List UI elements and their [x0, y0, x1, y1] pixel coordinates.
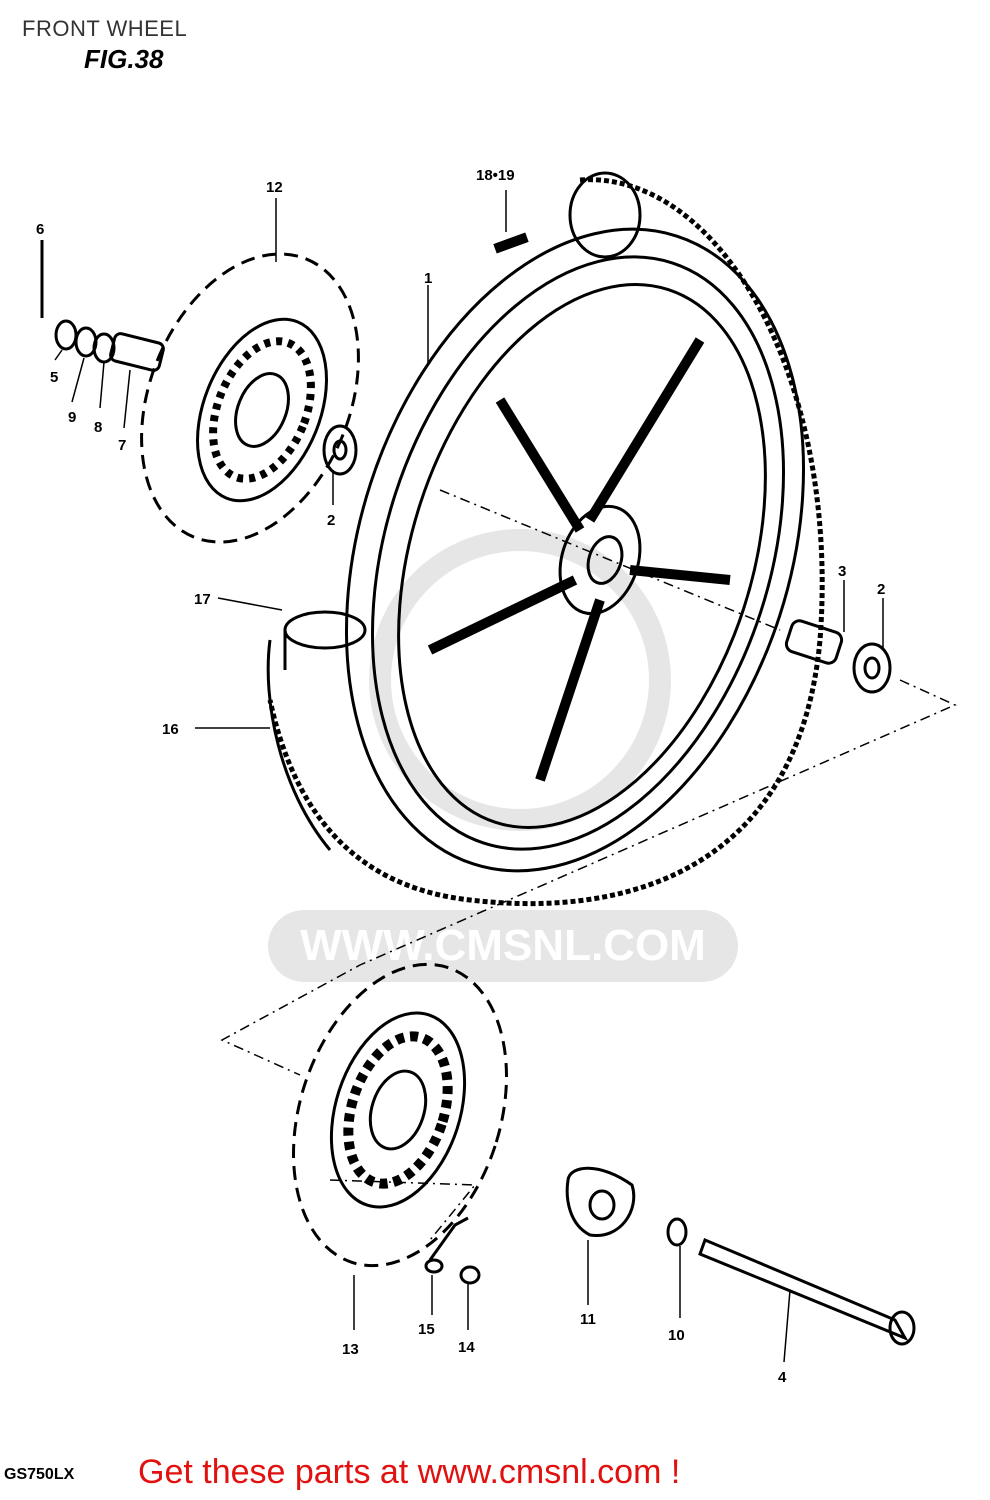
assembly-lines: [220, 489, 957, 1241]
leader-lines: [54, 190, 884, 1363]
callout-13: 13: [342, 1341, 359, 1358]
callout-14: 14: [458, 1339, 475, 1356]
callout-1: 1: [424, 270, 432, 287]
callout-17: 17: [194, 591, 211, 608]
wheel-spokes: [427, 337, 731, 782]
inner-tube: [283, 610, 367, 670]
callout-11: 11: [580, 1311, 596, 1328]
callout-4: 4: [778, 1369, 787, 1386]
axle-and-washer: [666, 1217, 916, 1346]
callout-6: 6: [36, 221, 44, 238]
watermark-text: WWW.CMSNL.COM: [300, 921, 706, 970]
front-wheel-rim: [345, 227, 805, 873]
left-hardware-stack: [40, 240, 358, 476]
model-code: GS750LX: [4, 1466, 75, 1483]
callout-18-19: 18•19: [476, 167, 515, 184]
callout-12: 12: [266, 179, 283, 196]
callout-5: 5: [50, 369, 58, 386]
callout-8: 8: [94, 419, 102, 436]
cta-link[interactable]: Get these parts at www.cmsnl.com !: [138, 1453, 681, 1491]
callout-numbers: 12 18•19 1 6 5 9 8 7 2 17 16 3 2 13 15 1…: [36, 167, 885, 1386]
page-title: FRONT WHEEL: [22, 16, 188, 41]
right-collar-bearing: [784, 619, 892, 694]
brake-disc-lower: [292, 962, 508, 1268]
callout-9: 9: [68, 409, 76, 426]
callout-2-right: 2: [877, 581, 885, 598]
disc-bolts: [424, 1216, 481, 1285]
callout-2-left: 2: [327, 512, 335, 529]
callout-3: 3: [838, 563, 846, 580]
tube-valve: [493, 232, 529, 254]
front-tyre: [266, 171, 825, 907]
speedometer-gearbox: [565, 1166, 636, 1237]
figure-label: FIG.38: [84, 44, 164, 74]
callout-16: 16: [162, 721, 179, 738]
callout-7: 7: [118, 437, 126, 454]
callout-15: 15: [418, 1321, 435, 1338]
callout-10: 10: [668, 1327, 685, 1344]
cmsnl-watermark: WWW.CMSNL.COM: [268, 529, 738, 982]
brake-disc-upper: [140, 252, 360, 544]
